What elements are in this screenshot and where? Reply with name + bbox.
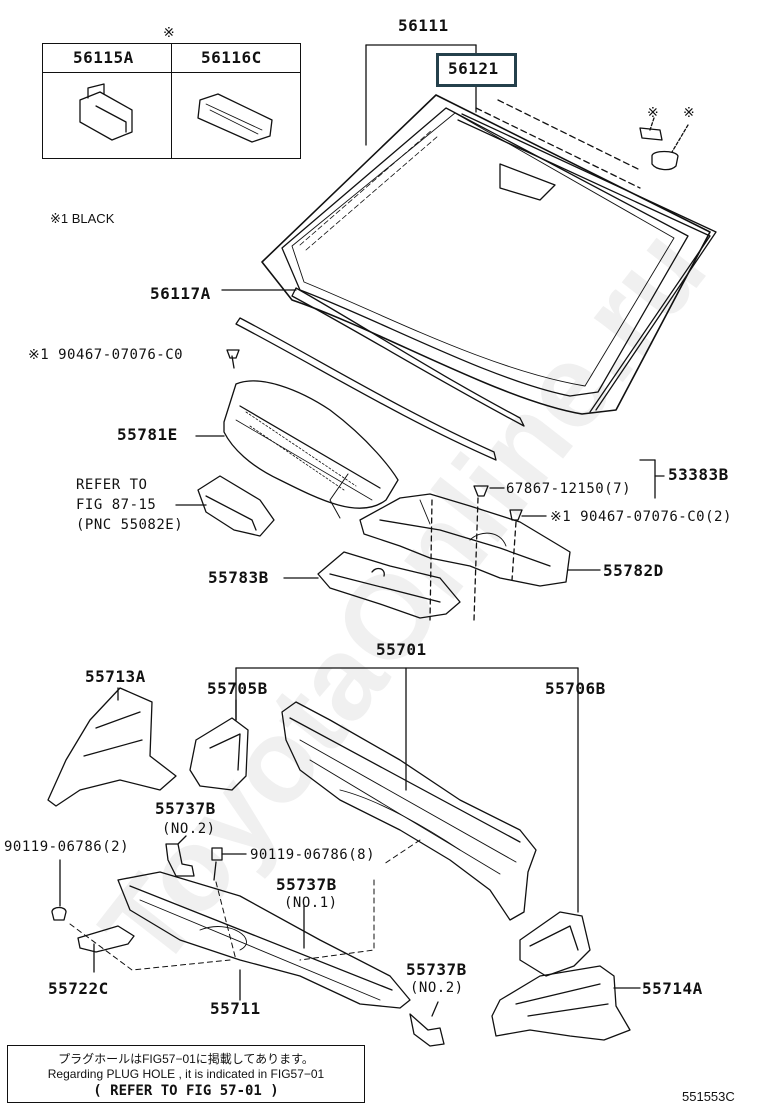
cowl-seal [221, 287, 525, 461]
side-bracket-55714A [491, 965, 641, 1041]
label-55737B-c: 55737B [406, 960, 467, 979]
label-no2-a: (NO.2) [162, 821, 216, 837]
refer-line-1: REFER TO [76, 477, 148, 493]
inset-drawings [79, 83, 273, 143]
label-no1: (NO.1) [284, 895, 338, 911]
cowl-panel-lower [283, 551, 461, 619]
label-90467-a: ※1 90467-07076-C0 [28, 347, 184, 363]
cowl-panel-upper [359, 493, 601, 587]
glass-clips [639, 117, 689, 171]
label-55737B-a: 55737B [155, 799, 216, 818]
intake-duct [175, 475, 275, 537]
side-bracket-55713A [47, 687, 177, 807]
bracket-55706B [519, 911, 591, 977]
label-55782D: 55782D [603, 561, 664, 580]
dashed-connectors [69, 839, 421, 971]
bolts-90119 [51, 847, 247, 921]
footnote-box: プラグホールはFIG57−01に掲載してあります。 Regarding PLUG… [7, 1045, 365, 1103]
label-55714A: 55714A [642, 979, 703, 998]
black-note: ※1 BLACK [50, 211, 115, 226]
inset-part-56115A: 56115A [73, 48, 134, 67]
cowl-lower-main [117, 871, 411, 1009]
cowl-top-main [281, 701, 537, 921]
mark-a: ※ [647, 105, 660, 121]
inset-divider-v [171, 44, 173, 158]
hook-55737B-no2 [165, 835, 445, 1047]
cowl-louver [195, 380, 399, 519]
highlight-box-56121 [436, 53, 517, 87]
bracket-55722C [77, 925, 135, 973]
label-67867: 67867-12150(7) [506, 481, 632, 497]
inset-part-56116C: 56116C [201, 48, 262, 67]
footnote-line-1: プラグホールはFIG57−01に掲載してあります。 [58, 1052, 314, 1066]
label-55722C: 55722C [48, 979, 109, 998]
footnote-line-3: ( REFER TO FIG 57-01 ) [93, 1083, 279, 1099]
label-90119-a: 90119-06786(2) [4, 839, 130, 855]
windshield-glass [261, 94, 711, 415]
label-55705B: 55705B [207, 679, 268, 698]
glass-molding [457, 107, 717, 413]
label-55701: 55701 [376, 640, 427, 659]
inset-box: 56115A 56116C [42, 43, 301, 159]
figure-id: 551553C [682, 1089, 735, 1104]
refer-line-2: FIG 87-15 [76, 497, 157, 513]
label-56121: 56121 [448, 59, 499, 78]
footnote-line-2: Regarding PLUG HOLE , it is indicated in… [47, 1067, 325, 1081]
label-55706B: 55706B [545, 679, 606, 698]
inset-mark: ※ [163, 25, 176, 41]
label-no2-b: (NO.2) [410, 980, 464, 996]
label-53383B: 53383B [668, 465, 729, 484]
label-56117A: 56117A [150, 284, 211, 303]
mark-b: ※ [683, 105, 696, 121]
label-56111: 56111 [398, 16, 449, 35]
label-55783B: 55783B [208, 568, 269, 587]
label-90467-b: ※1 90467-07076-C0(2) [550, 509, 732, 525]
label-55711: 55711 [210, 999, 261, 1018]
refer-line-3: (PNC 55082E) [76, 517, 184, 533]
bracket-53383B [639, 459, 665, 499]
label-55781E: 55781E [117, 425, 178, 444]
bracket-55705B [189, 699, 249, 791]
label-90119-b: 90119-06786(8) [250, 847, 376, 863]
label-55737B-b: 55737B [276, 875, 337, 894]
leader-lines-top [365, 44, 641, 171]
cowl-clips [429, 485, 547, 621]
label-55713A: 55713A [85, 667, 146, 686]
